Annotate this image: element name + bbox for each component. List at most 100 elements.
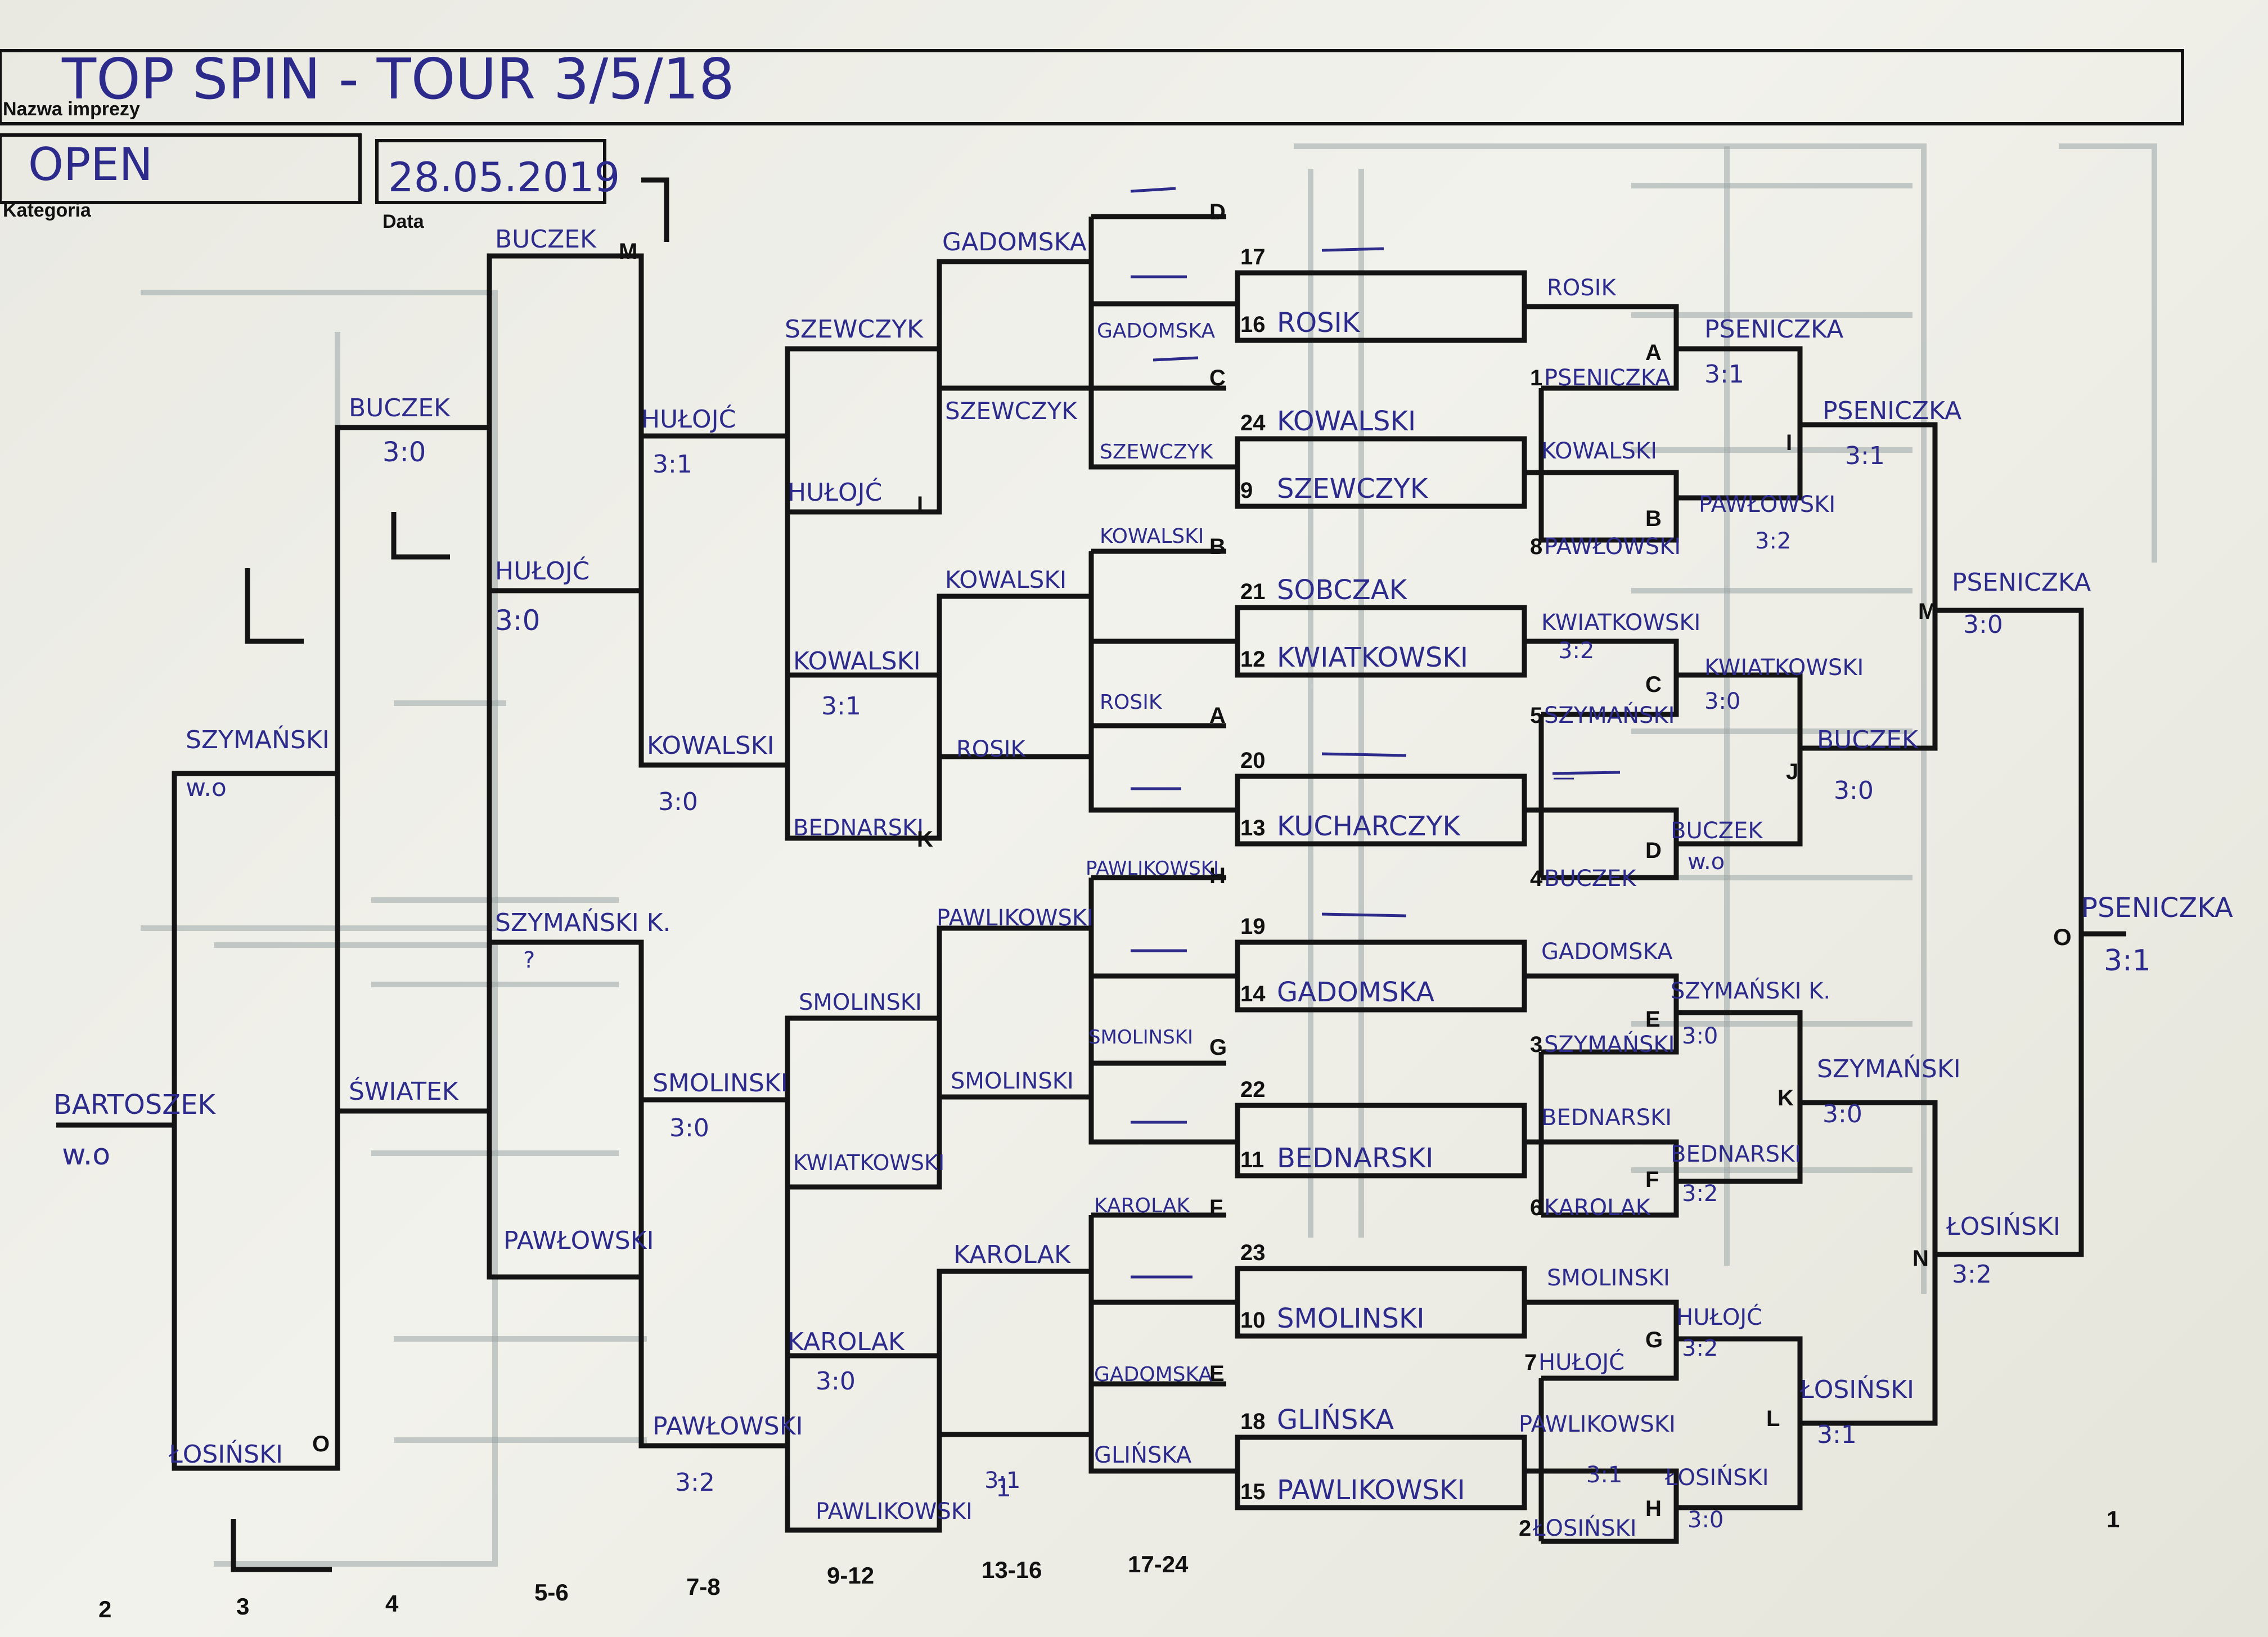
svg-text:D: D	[1645, 838, 1662, 863]
svg-text:HUŁOJĆ: HUŁOJĆ	[641, 404, 736, 434]
svg-text:3:2: 3:2	[675, 1468, 715, 1497]
svg-text:7: 7	[1524, 1350, 1537, 1375]
final-match-id: O	[2053, 924, 2072, 950]
svg-text:KOWALSKI: KOWALSKI	[647, 731, 775, 760]
svg-text:19: 19	[1240, 914, 1266, 939]
svg-text:3:2: 3:2	[1952, 1260, 1992, 1289]
svg-text:K: K	[917, 827, 933, 852]
svg-text:13: 13	[1240, 816, 1266, 840]
round-first-winners: ROSIK KOWALSKI KWIATKOWSKI 3:2 — GADOMSK…	[1519, 275, 1700, 1488]
svg-text:KWIATKOWSKI: KWIATKOWSKI	[1704, 655, 1864, 681]
svg-text:7-8: 7-8	[686, 1573, 721, 1600]
svg-text:D: D	[1209, 200, 1226, 224]
bleed-through-lines	[141, 143, 2157, 1567]
svg-text:3:2: 3:2	[1755, 528, 1791, 554]
svg-text:3:2: 3:2	[1682, 1181, 1718, 1207]
svg-text:PAWŁOWSKI: PAWŁOWSKI	[1699, 492, 1835, 518]
loser-r6: BUCZEK 3:0 ŚWIATEK	[349, 394, 459, 1106]
seed-row: 13 KUCHARCZYK	[1240, 811, 1461, 842]
svg-text:ŁOSIŃSKI: ŁOSIŃSKI	[1799, 1374, 1914, 1404]
svg-text:13-16: 13-16	[982, 1557, 1042, 1583]
svg-text:16: 16	[1240, 312, 1266, 337]
svg-text:GLIŃSKA: GLIŃSKA	[1277, 1404, 1394, 1436]
category-value: OPEN	[28, 138, 153, 191]
svg-text:BARTOSZEK: BARTOSZEK	[53, 1089, 216, 1121]
svg-text:PAWŁOWSKI: PAWŁOWSKI	[1544, 534, 1681, 560]
loser-r3: SZEWCZYK HUŁOJĆ L KOWALSKI 3:1 BEDNARSKI…	[785, 315, 1011, 1524]
svg-text:HUŁOJĆ: HUŁOJĆ	[788, 477, 882, 507]
svg-text:3:0: 3:0	[816, 1367, 856, 1396]
svg-text:ROSIK: ROSIK	[1100, 691, 1163, 714]
svg-text:BUCZEK: BUCZEK	[1817, 726, 1919, 754]
svg-text:SZEWCZYK: SZEWCZYK	[945, 397, 1078, 425]
svg-text:L: L	[917, 492, 930, 517]
svg-text:SZYMAŃSKI: SZYMAŃSKI	[186, 725, 330, 754]
svg-text:23: 23	[1240, 1240, 1266, 1265]
svg-text:K: K	[1778, 1086, 1794, 1110]
svg-text:H: H	[1645, 1496, 1662, 1521]
svg-text:ŚWIATEK: ŚWIATEK	[349, 1076, 459, 1106]
svg-text:KWIATKOWSKI: KWIATKOWSKI	[793, 1150, 944, 1175]
svg-text:3:0: 3:0	[1682, 1023, 1718, 1049]
svg-text:PAWLIKOWSKI: PAWLIKOWSKI	[937, 905, 1094, 931]
svg-text:5-6: 5-6	[534, 1579, 569, 1605]
match-winner: KWIATKOWSKI	[1541, 610, 1700, 636]
match-score: 3:1	[1586, 1462, 1622, 1488]
date-value: 28.05.2019	[388, 154, 620, 201]
svg-text:SZYMAŃSKI K.: SZYMAŃSKI K.	[495, 907, 671, 937]
loser-r4: HUŁOJĆ 3:1 KOWALSKI 3:0 SMOLINSKI 3:0 PA…	[641, 404, 803, 1497]
svg-text:3:0: 3:0	[1822, 1100, 1862, 1128]
seed-row: 23	[1240, 1240, 1266, 1265]
main-bracket-lines	[1235, 270, 2126, 1544]
match-winner: PAWLIKOWSKI	[1519, 1411, 1676, 1437]
svg-text:1: 1	[1530, 366, 1542, 390]
svg-text:3: 3	[236, 1593, 249, 1620]
svg-text:KAROLAK: KAROLAK	[1094, 1194, 1190, 1217]
svg-text:KAROLAK: KAROLAK	[953, 1240, 1071, 1269]
date-label: Data	[382, 211, 425, 232]
match-winner: BEDNARSKI	[1541, 1105, 1672, 1131]
svg-text:6: 6	[1530, 1195, 1542, 1220]
svg-text:18: 18	[1240, 1409, 1266, 1434]
place-first-label: 1	[2107, 1506, 2120, 1532]
svg-text:KOWALSKI: KOWALSKI	[1277, 406, 1416, 437]
svg-text:3:1: 3:1	[984, 1468, 1020, 1494]
svg-text:SZEWCZYK: SZEWCZYK	[785, 315, 924, 344]
svg-text:A: A	[1209, 703, 1226, 728]
svg-text:17: 17	[1240, 245, 1266, 269]
svg-text:BEDNARSKI: BEDNARSKI	[1277, 1143, 1433, 1174]
svg-text:C: C	[1645, 672, 1662, 697]
event-name-box	[0, 49, 2184, 125]
svg-text:F: F	[1209, 1195, 1223, 1220]
final-result: PSENICZKA 3:1 O 1	[2053, 892, 2233, 1532]
svg-text:PSENICZKA: PSENICZKA	[1822, 397, 1961, 425]
svg-text:3:0: 3:0	[658, 788, 698, 816]
final-score: 3:1	[2104, 944, 2151, 978]
event-title: TOP SPIN - TOUR 3/5/18	[61, 46, 735, 112]
svg-text:C: C	[1209, 366, 1226, 390]
loser-r5: BUCZEK M HUŁOJĆ 3:0 SZYMAŃSKI K. ? PAWŁO…	[495, 225, 671, 1255]
svg-text:9-12: 9-12	[827, 1562, 874, 1589]
svg-text:KAROLAK: KAROLAK	[788, 1328, 905, 1356]
svg-text:I: I	[1786, 430, 1792, 455]
svg-text:4: 4	[385, 1590, 399, 1617]
svg-text:BEDNARSKI: BEDNARSKI	[1671, 1141, 1801, 1167]
svg-text:SMOLINSKI: SMOLINSKI	[1088, 1026, 1193, 1049]
svg-text:ŁOSIŃSKI: ŁOSIŃSKI	[1946, 1211, 2060, 1241]
svg-text:3:0: 3:0	[1963, 610, 2003, 639]
svg-text:PAWŁOWSKI: PAWŁOWSKI	[503, 1226, 654, 1255]
svg-text:9: 9	[1240, 478, 1253, 503]
loser-r1: GADOMSKA D C SZEWCZYK B KOWALSKI A ROSIK…	[942, 200, 1227, 1386]
svg-text:PSENICZKA: PSENICZKA	[1704, 315, 1843, 344]
svg-text:8: 8	[1530, 534, 1542, 559]
svg-text:KUCHARCZYK: KUCHARCZYK	[1277, 811, 1461, 842]
svg-text:21: 21	[1240, 579, 1266, 604]
svg-text:BUCZEK: BUCZEK	[1544, 866, 1637, 892]
